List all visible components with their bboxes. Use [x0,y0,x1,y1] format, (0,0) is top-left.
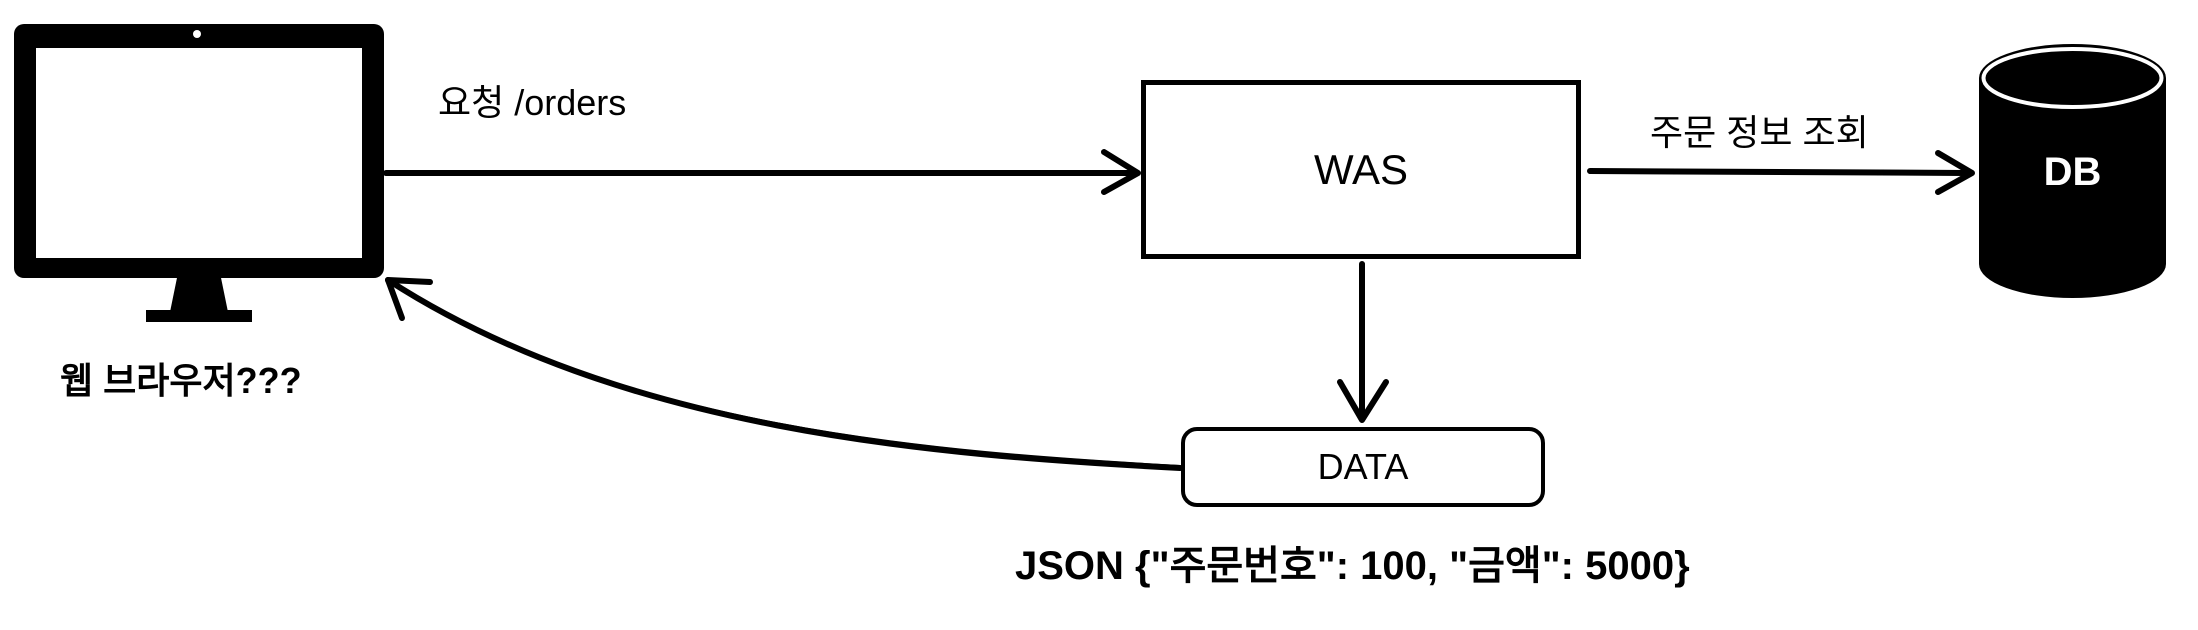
was-to-data-arrow [1337,261,1389,423]
database-cylinder [1979,44,2166,298]
query-label: 주문 정보 조회 [1650,112,1869,153]
monitor-icon [14,24,384,278]
db-label: DB [2043,150,2102,194]
monitor-stand-neck [170,278,228,312]
was-label: WAS [1313,145,1409,193]
response-arrow [385,277,1183,471]
monitor-screen [36,48,362,258]
json-example-label: JSON {"주문번호": 100, "금액": 5000} [1015,544,1690,588]
monitor-stand-base [146,310,252,322]
database-icon: DB [1975,42,2170,304]
monitor-camera [193,30,201,38]
data-label: DATA [1317,446,1409,487]
query-arrow [1587,150,1975,195]
request-arrow [383,149,1141,195]
data-node: DATA [1181,427,1545,507]
request-label: 요청 /orders [438,82,627,123]
browser-label: 웹 브라우저??? [60,360,302,401]
was-node: WAS [1141,80,1581,259]
